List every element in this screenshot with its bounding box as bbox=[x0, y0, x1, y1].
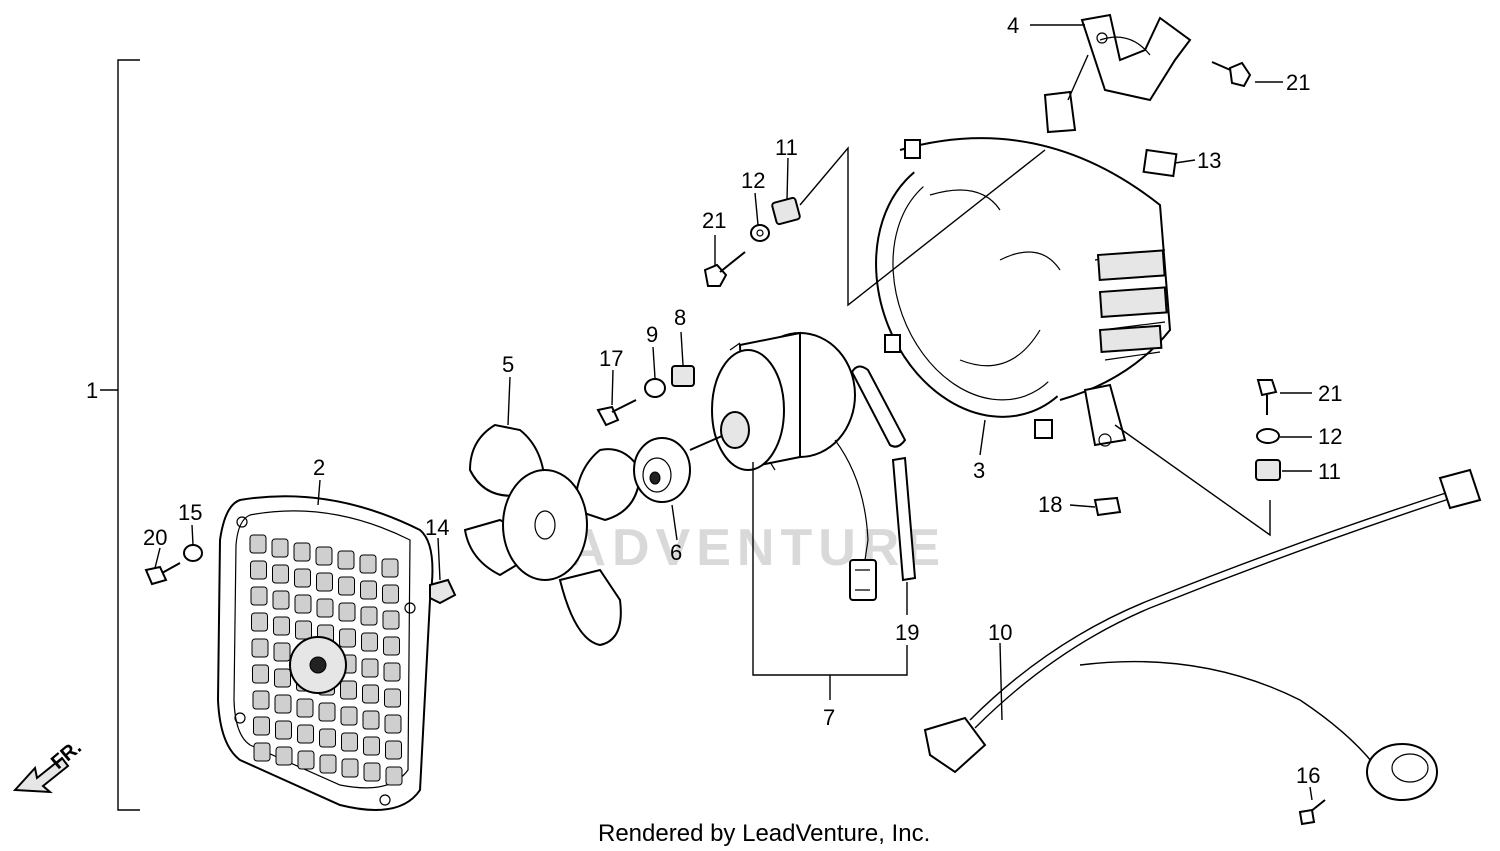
fan-shroud-part bbox=[875, 90, 1172, 447]
footer-credit: Rendered by LeadVenture, Inc. bbox=[598, 820, 930, 847]
grille-slot bbox=[381, 558, 399, 578]
grille-slot bbox=[361, 658, 379, 678]
callout-11-right: 11 bbox=[1318, 459, 1341, 484]
front-direction-arrow: FR. bbox=[12, 736, 86, 794]
callout-9: 9 bbox=[646, 322, 658, 347]
grille-slot bbox=[315, 546, 333, 566]
grille-slot bbox=[274, 694, 292, 714]
fan-motor-part bbox=[689, 331, 877, 601]
callout-11-top: 11 bbox=[775, 135, 798, 160]
grille-slot bbox=[385, 766, 403, 786]
callout-12-right: 12 bbox=[1318, 424, 1342, 449]
grille-slot bbox=[318, 702, 336, 722]
grille-slot bbox=[359, 554, 377, 574]
grille-slot bbox=[341, 732, 358, 752]
callout-14: 14 bbox=[425, 515, 449, 540]
grille-slot bbox=[337, 550, 355, 570]
grille-slot bbox=[252, 664, 269, 684]
callout-4: 4 bbox=[1007, 13, 1019, 38]
grille-slot bbox=[297, 724, 314, 744]
grille-slot bbox=[250, 560, 267, 580]
callout-8: 8 bbox=[674, 305, 686, 330]
grille-slot bbox=[271, 538, 289, 558]
grille-slot bbox=[297, 750, 315, 770]
grille-slot bbox=[251, 638, 269, 658]
grille-slot bbox=[385, 740, 402, 760]
grille-slot bbox=[252, 690, 270, 710]
grille-slot bbox=[316, 598, 334, 618]
callout-16: 16 bbox=[1296, 763, 1320, 788]
grille-slot bbox=[360, 580, 377, 600]
callout-labels: 1 2 3 4 5 6 7 8 9 10 11 11 12 12 13 14 1… bbox=[86, 13, 1342, 788]
grille-slot bbox=[319, 728, 336, 748]
grille-slot bbox=[294, 594, 312, 614]
callout-6: 6 bbox=[670, 540, 682, 565]
grille-slot bbox=[382, 584, 399, 604]
grille-slot bbox=[249, 534, 267, 554]
callout-19: 19 bbox=[895, 620, 919, 645]
damper-part bbox=[633, 437, 691, 503]
grille-slot bbox=[361, 632, 378, 652]
fan-guard-part bbox=[216, 495, 434, 811]
callout-13: 13 bbox=[1197, 148, 1221, 173]
callout-1: 1 bbox=[86, 378, 98, 403]
bracket-part bbox=[1080, 13, 1192, 102]
callout-17: 17 bbox=[599, 346, 623, 371]
callout-7: 7 bbox=[823, 705, 835, 730]
grille-slot bbox=[296, 698, 314, 718]
grille-slot bbox=[339, 628, 356, 648]
callout-20: 20 bbox=[143, 525, 167, 550]
grille-slot bbox=[382, 610, 400, 630]
wire-harness-part bbox=[923, 468, 1482, 801]
grille-slot bbox=[384, 714, 402, 734]
grille-slot bbox=[275, 720, 292, 740]
grille-slot bbox=[383, 662, 401, 682]
grille-slot bbox=[383, 636, 400, 656]
grille-slot bbox=[338, 576, 355, 596]
callout-5: 5 bbox=[502, 352, 514, 377]
grille-slot bbox=[340, 706, 358, 726]
callout-2: 2 bbox=[313, 455, 325, 480]
fan-blade-part bbox=[463, 423, 642, 647]
grille-slot bbox=[363, 762, 381, 782]
grille-slot bbox=[316, 572, 333, 592]
grille-slot bbox=[319, 754, 337, 774]
assembly-bracket bbox=[100, 59, 140, 811]
breather-tube-part bbox=[850, 365, 917, 582]
grille-slot bbox=[295, 620, 312, 640]
grille-slot bbox=[274, 668, 291, 688]
hardware-parts bbox=[144, 61, 1326, 826]
grille-slot bbox=[273, 616, 290, 636]
grille-slot bbox=[293, 542, 311, 562]
callout-18: 18 bbox=[1038, 492, 1062, 517]
grille-slot bbox=[341, 758, 359, 778]
grille-slot bbox=[362, 710, 380, 730]
callout-10: 10 bbox=[988, 620, 1012, 645]
callout-12-top: 12 bbox=[741, 168, 765, 193]
grille-slot bbox=[250, 586, 268, 606]
grille-slot bbox=[253, 716, 270, 736]
callout-21-upper-right: 21 bbox=[1286, 70, 1310, 95]
grille-slot bbox=[362, 684, 379, 704]
grille-slot bbox=[360, 606, 378, 626]
callout-3: 3 bbox=[973, 458, 985, 483]
grille-slot bbox=[275, 746, 293, 766]
grille-slot bbox=[251, 612, 268, 632]
grille-slot bbox=[340, 680, 357, 700]
leader-lines bbox=[154, 24, 1313, 801]
grille-slot bbox=[384, 688, 401, 708]
grille-slot bbox=[294, 568, 311, 588]
grille-slots bbox=[249, 534, 403, 786]
callout-21-right: 21 bbox=[1318, 381, 1342, 406]
grille-slot bbox=[272, 590, 290, 610]
grille-slot bbox=[363, 736, 380, 756]
grille-slot bbox=[338, 602, 356, 622]
callout-21-top: 21 bbox=[702, 208, 726, 233]
callout-15: 15 bbox=[178, 500, 202, 525]
grille-slot bbox=[253, 742, 271, 762]
grille-slot bbox=[273, 642, 291, 662]
grille-slot bbox=[272, 564, 289, 584]
